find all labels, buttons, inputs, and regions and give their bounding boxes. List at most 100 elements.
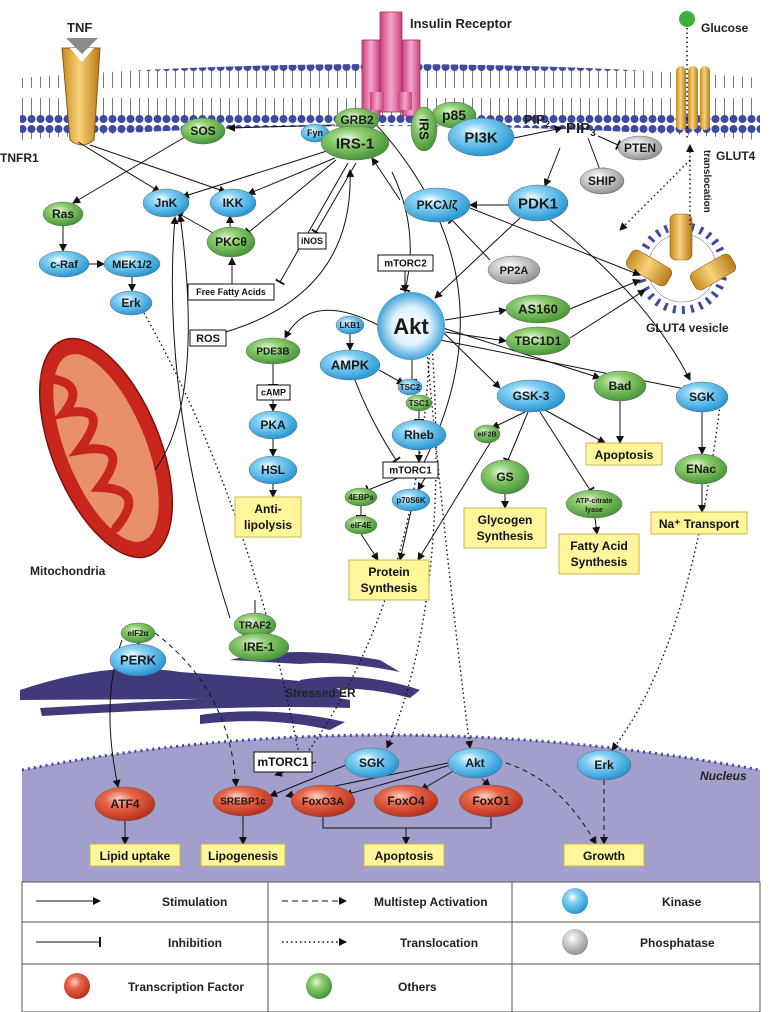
edge-23: [434, 217, 521, 299]
node-gsk3: GSK-3: [496, 379, 566, 413]
box-ffa: Free Fatty Acids: [187, 283, 275, 301]
node-pka: PKA: [248, 410, 298, 440]
node-eif4e: eIF4E: [344, 515, 378, 535]
node-erk_n: Erk: [576, 749, 632, 781]
node-srebp: SREBP1c: [212, 785, 274, 817]
edge-29: [444, 331, 507, 344]
glut4-vesicle: GLUT4 vesicle: [625, 213, 737, 335]
node-tsc1: TSC1: [405, 394, 433, 412]
mtorc1_n-label: mTORC1: [257, 755, 308, 769]
node-erk: Erk: [109, 290, 153, 316]
foxo3a-label: FoxO3A: [302, 796, 344, 808]
node-atf4: ATF4: [94, 786, 156, 822]
legend-stimulation: Stimulation: [162, 895, 227, 909]
ampk-label: AMPK: [331, 358, 370, 373]
edge-50: [397, 510, 412, 561]
ship-label: SHIP: [588, 174, 616, 188]
node-bad: Bad: [593, 370, 647, 402]
akt_n-label: Akt: [465, 756, 484, 770]
node-ebps: 4EBPs: [344, 487, 378, 507]
edge-47: [417, 477, 426, 491]
sgk_n-label: SGK: [359, 756, 385, 770]
glycogen_1-label: Glycogen: [478, 513, 533, 527]
fyn-label: Fyn: [307, 128, 323, 138]
outcome-growth: Growth: [563, 843, 645, 867]
node-traf2: TRAF2: [233, 612, 277, 638]
node-craf: c-Raf: [38, 250, 90, 278]
edge-3: [72, 136, 186, 204]
protein_1-label: Protein: [368, 565, 409, 579]
mtorc2-label: mTORC2: [384, 259, 427, 270]
tbc1d1-label: TBC1D1: [515, 334, 562, 348]
foxo1-label: FoxO1: [472, 794, 510, 808]
edge-71: [269, 764, 347, 798]
tnfr1-receptor: TNF TNFR1: [0, 20, 101, 165]
gsk3-label: GSK-3: [513, 389, 550, 403]
atf4-label: ATF4: [110, 797, 139, 811]
edge-25: [447, 215, 491, 261]
foxo4-label: FoxO4: [387, 794, 425, 808]
node-grb2: GRB2: [334, 107, 380, 133]
node-sos: SOS: [180, 117, 226, 145]
edge-30: [569, 278, 641, 310]
pde3b-label: PDE3B: [256, 347, 289, 358]
fatty_1-label: Fatty Acid: [570, 539, 628, 553]
outcome-apoptosis: Apoptosis: [585, 442, 663, 466]
node-ras: Ras: [42, 201, 84, 227]
edge-19: [513, 125, 563, 139]
apoptosis-label: Apoptosis: [595, 448, 654, 462]
enac-label: ENac: [686, 462, 716, 476]
ebps-label: 4EBPs: [348, 493, 374, 502]
mtorc1-label: mTORC1: [389, 466, 432, 477]
tnf-ligand-icon: [66, 38, 98, 54]
node-eif2b: eIF2B: [473, 424, 501, 444]
glucose-label: Glucose: [701, 21, 749, 35]
node-ship: SHIP: [579, 167, 625, 195]
glut4-vesicle-label: GLUT4 vesicle: [646, 321, 729, 335]
legend-inhibition: Inhibition: [168, 936, 222, 950]
srebp-label: SREBP1c: [220, 797, 266, 808]
legend-multistep: Multistep Activation: [374, 895, 488, 909]
tnf-label: TNF: [67, 20, 92, 35]
edge-81: [424, 329, 474, 749]
growth-label: Growth: [583, 849, 625, 863]
tsc1-label: TSC1: [409, 399, 430, 408]
edge-18: [391, 171, 411, 293]
protein_2-label: Synthesis: [361, 581, 418, 595]
node-akt_n: Akt: [447, 747, 503, 779]
legend-phosphatase: Phosphatase: [640, 936, 715, 950]
atpcl2-label: lyase: [585, 507, 603, 514]
pi3k-label: PI3K: [464, 129, 498, 146]
edge-49: [360, 533, 379, 561]
edge-2: [89, 144, 227, 194]
node-pi3k: PI3K: [447, 117, 515, 157]
sos-label: SOS: [190, 124, 215, 138]
node-eif2a: eIF2α: [120, 622, 156, 644]
inos-label: iNOS: [301, 236, 323, 246]
craf-label: c-Raf: [50, 259, 78, 271]
stressed-er-label: Stressed ER: [285, 686, 356, 700]
pp2a-label: PP2A: [500, 265, 529, 277]
perk-label: PERK: [120, 653, 157, 668]
stressed-er: Stressed ER: [20, 652, 420, 730]
traf2-label: TRAF2: [239, 621, 272, 632]
pip2-sub: 2: [545, 119, 550, 129]
edge-32: [443, 332, 501, 389]
lipid_uptake-label: Lipid uptake: [100, 849, 171, 863]
node-perk: PERK: [109, 643, 167, 677]
edge-55: [539, 411, 595, 494]
p70s6k-label: p70S6K: [396, 496, 426, 505]
ikk-label: IKK: [223, 196, 244, 210]
edge-41: [378, 369, 405, 385]
node-sgk: SGK: [675, 381, 729, 413]
irs1-label: IRS-1: [336, 135, 374, 152]
edge-74: [420, 769, 456, 791]
legend: Stimulation Multistep Activation Kinase …: [21, 881, 761, 1012]
edge-28: [444, 307, 507, 321]
node-lkb1: LKB1: [335, 315, 365, 335]
edge-79: [154, 632, 240, 787]
bad-label: Bad: [609, 379, 632, 393]
pkclz-label: PKCλ/ζ: [417, 198, 458, 212]
